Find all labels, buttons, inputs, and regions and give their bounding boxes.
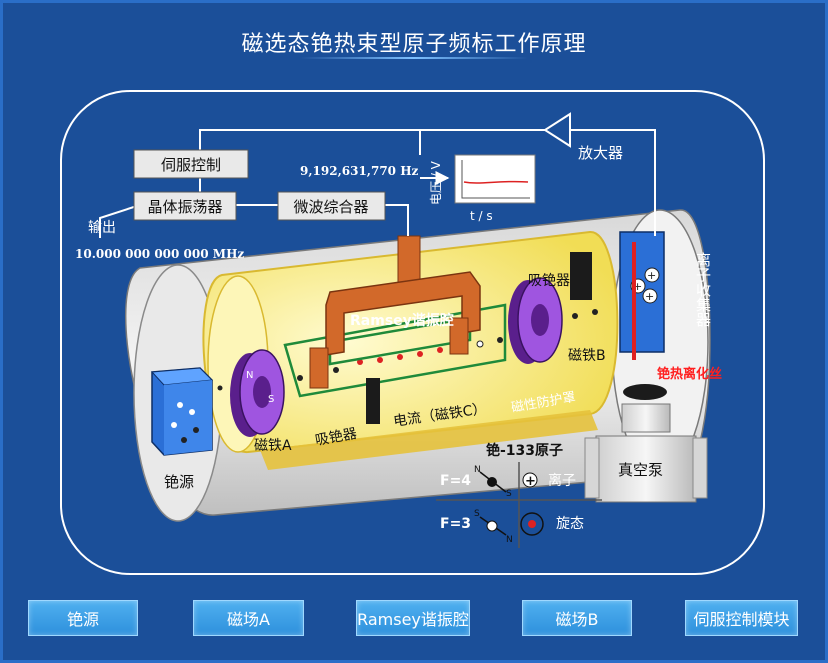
magnet-b (508, 277, 563, 364)
magnet-b-label: 磁铁B (568, 348, 606, 364)
vacuum-pump-label: 真空泵 (618, 461, 663, 479)
legend-pole-n-top: N (474, 465, 481, 475)
servo-control-box: 伺服控制 (133, 149, 249, 179)
diagram-panel (60, 90, 765, 575)
magnet-a-n: N (246, 370, 253, 381)
cesium-atom-legend: 铯-133原子 F=4 F=3 N S S N + 离子 旋态 (436, 442, 602, 548)
absorber-left-label: 吸铯器 (314, 426, 358, 449)
legend-f3: F=3 (440, 516, 471, 532)
svg-text:+: + (647, 269, 656, 282)
voltage-axis-label: 电压 / V (429, 160, 443, 205)
magnet-a-s: S (268, 394, 274, 405)
legend-pole-n-bottom: N (506, 535, 513, 545)
servo-control-module-button[interactable]: 伺服控制模块 (685, 600, 798, 636)
magnetic-field-a-button[interactable]: 磁场A (193, 600, 304, 636)
legend-pole-s-bottom: S (474, 509, 480, 519)
crystal-oscillator-box: 晶体振荡器 (133, 191, 237, 221)
cesium-source-button[interactable]: 铯源 (28, 600, 138, 636)
output-label: 输出 (88, 220, 116, 236)
ion-icon (522, 472, 538, 488)
svg-text:+: + (525, 474, 536, 489)
signal-plot: t / s 电压 / V (429, 154, 536, 223)
time-axis-label: t / s (470, 209, 493, 223)
legend-spin: 旋态 (556, 516, 584, 532)
ion-collector: + + + (619, 231, 665, 360)
legend-title: 铯-133原子 (486, 442, 563, 459)
microwave-synth-label: 微波综合器 (293, 198, 368, 216)
output-frequency: 10.000 000 000 000 MHz (75, 247, 244, 261)
legend-f4: F=4 (440, 473, 471, 489)
microwave-frequency: 9,192,631,770 Hz (300, 164, 419, 178)
vacuum-pump-shape (584, 384, 708, 503)
cesium-source-label: 铯源 (164, 473, 194, 491)
page-title: 磁选态铯热束型原子频标工作原理 (241, 32, 587, 57)
ion-collector-label: 离子收集器 (694, 252, 712, 327)
absorber-left (366, 378, 380, 424)
magnet-a-label: 磁铁A (254, 438, 292, 454)
spin-icon (520, 512, 544, 536)
absorber-right (570, 252, 592, 300)
magnetic-field-b-button[interactable]: 磁场B (522, 600, 632, 636)
hot-wire (632, 242, 636, 360)
title-underline (300, 57, 528, 59)
control-wiring (99, 129, 656, 238)
magnet-a: N S (230, 349, 285, 437)
atom-beam (217, 309, 598, 391)
amplifier-icon (543, 112, 571, 148)
ramsey-loop (283, 303, 507, 398)
svg-text:+: + (633, 280, 642, 293)
legend-pole-s-top: S (506, 489, 512, 499)
ramsey-cavity-label: Ramsey谐振腔 (350, 312, 454, 329)
microwave-synth-box: 微波综合器 (277, 191, 386, 221)
absorber-right-label: 吸铯器 (528, 273, 570, 289)
ramsey-cavity: Ramsey谐振腔 (309, 235, 481, 389)
cesium-source (150, 367, 214, 456)
ramsey-cavity-button[interactable]: Ramsey谐振腔 (356, 600, 470, 636)
crystal-oscillator-label: 晶体振荡器 (147, 198, 222, 216)
legend-ion: 离子 (548, 472, 576, 489)
servo-control-label: 伺服控制 (161, 156, 221, 174)
hot-wire-label: 铯热离化丝 (657, 366, 722, 382)
amplifier-label: 放大器 (578, 144, 623, 162)
svg-text:+: + (645, 290, 654, 303)
